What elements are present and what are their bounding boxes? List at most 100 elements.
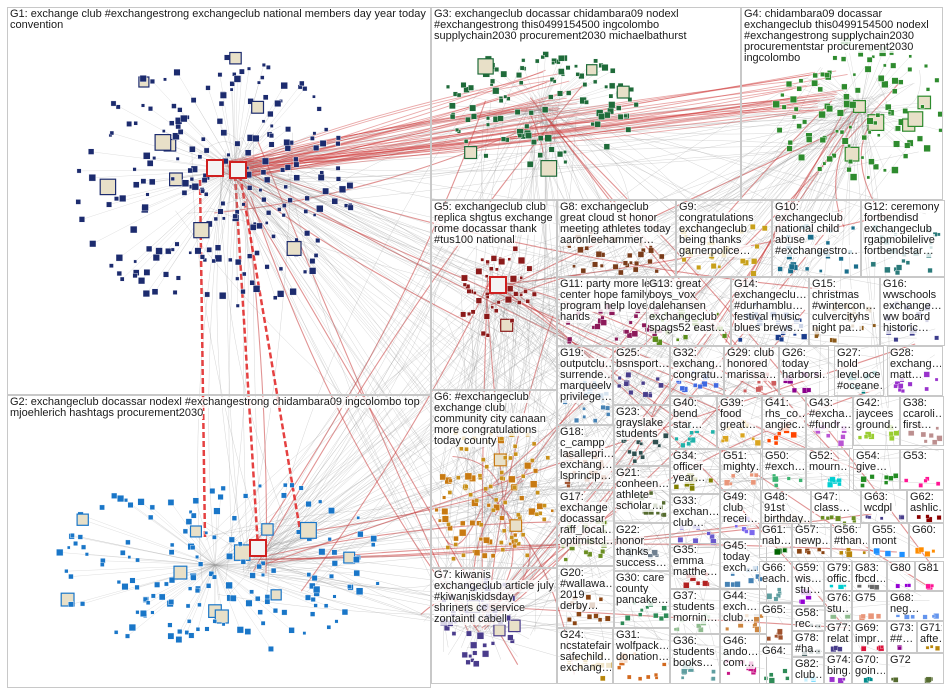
group-box-g52: G52: mourn… <box>806 449 850 490</box>
group-label-text: G12: ceremony fortbendisd exchangeclub r… <box>864 202 939 257</box>
group-label-text: G37: students mornin… <box>673 591 718 624</box>
group-box-g57: G57: newp… <box>792 523 831 558</box>
group-label-g80: G80 <box>890 563 913 574</box>
group-label-g8: G8: exchangeclub great cloud st honor me… <box>560 202 674 246</box>
group-label-text: G70: goin… <box>855 655 885 677</box>
group-label-g64: G64: <box>762 646 790 657</box>
group-box-g73: G73: ##… <box>887 621 917 653</box>
group-box-g2: G2: exchangeclub docassar nodexl #exchan… <box>7 395 431 688</box>
group-box-g72: G72 <box>887 653 944 684</box>
group-label-text: G31: wolfpack… donation… <box>616 630 668 663</box>
group-label-text: G9: congratulations exchangeclub being t… <box>679 202 754 257</box>
group-label-g36: G36: students books… <box>673 636 718 669</box>
group-box-g12: G12: ceremony fortbendisd exchangeclub r… <box>861 200 945 277</box>
group-label-text: G61: nab… <box>762 525 790 547</box>
group-label-text: G38: ccaroli… first… <box>903 398 942 431</box>
group-label-text: G54: give… <box>856 451 887 473</box>
group-label-text: G6: #exchangeclub exchange club communit… <box>434 392 546 447</box>
group-box-g60: G60: <box>909 523 944 558</box>
group-label-text: G10: exchangeclub national child abuse #… <box>775 202 858 257</box>
group-label-text: G18: c_campp lasallepri… exchang… lsprin… <box>560 427 613 482</box>
group-label-g13: G13: great boys_vox dalehansen exchangec… <box>649 279 729 334</box>
group-label-text: G74: bing… <box>827 655 850 677</box>
group-box-g30: G30: care county pancake… <box>613 571 670 628</box>
group-label-g56: G56: #than… <box>834 525 867 547</box>
group-box-g51: G51: mighty… <box>720 449 761 490</box>
group-label-text: G43: #excha… #fundr… <box>809 398 851 431</box>
group-box-g79: G79: offic… <box>824 561 852 591</box>
group-label-g41: G41: rhs_co… angiec… <box>765 398 804 431</box>
group-label-g21: G21: conheen… athlete scholar… <box>616 468 668 512</box>
group-label-text: G29: club honored marissa… <box>727 348 777 381</box>
group-label-g14: G14: exchangeclu… #durhamblu… festival m… <box>734 279 807 334</box>
group-label-text: G36: students books… <box>673 636 715 669</box>
group-box-g21: G21: conheen… athlete scholar… <box>613 466 670 523</box>
group-label-text: G58: rec… <box>795 608 821 630</box>
group-label-g62: G62: ashlic… <box>910 492 942 514</box>
group-label-g51: G51: mighty… <box>723 451 759 473</box>
group-label-text: G71: afte… <box>920 623 942 645</box>
group-label-text: G20: #wallawa… 2019 derby… <box>560 568 613 612</box>
group-box-g29: G29: club honored marissa… <box>724 346 779 396</box>
group-label-text: G7: kiwanis exchangeclub article july #k… <box>434 570 554 625</box>
group-box-g53: G53: <box>900 449 944 490</box>
group-box-g49: G49: club recei… <box>720 490 761 539</box>
group-label-text: G4: chidambara09 docassar exchangeclub t… <box>744 9 929 64</box>
group-label-text: G77: relat… <box>827 623 850 645</box>
group-box-g40: G40: bend star… <box>670 396 717 449</box>
group-label-text: G73: ##… <box>890 623 914 645</box>
group-box-g61: G61: nab… <box>759 523 792 558</box>
group-box-g59: G59: wis… stu… <box>792 561 824 606</box>
group-box-g7: G7: kiwanis exchangeclub article july #k… <box>431 568 557 684</box>
group-box-g41: G41: rhs_co… angiec… <box>762 396 806 449</box>
group-label-text: G26: today harborsi… <box>782 348 827 381</box>
group-label-g72: G72 <box>890 655 942 666</box>
group-label-text: G41: rhs_co… angiec… <box>765 398 804 431</box>
group-label-g65: G65: <box>762 605 790 616</box>
group-box-g9: G9: congratulations exchangeclub being t… <box>676 200 772 277</box>
group-label-text: G34: officer year… <box>673 451 705 484</box>
group-label-g78: G78: #ha… <box>795 633 822 655</box>
group-label-text: G59: wis… stu… <box>795 563 822 596</box>
group-box-g56: G56: #than… <box>831 523 869 558</box>
group-label-text: G72 <box>890 655 911 666</box>
group-label-g69: G69: impr… <box>855 623 885 645</box>
group-box-g43: G43: #excha… #fundr… <box>806 396 853 449</box>
group-label-g55: G55: mont <box>872 525 907 547</box>
group-label-text: G76: stu… <box>827 593 850 615</box>
group-box-g23: G23: grayslake students <box>613 405 670 466</box>
group-label-g20: G20: #wallawa… 2019 derby… <box>560 568 613 612</box>
group-box-g77: G77: relat… <box>824 621 852 653</box>
group-label-text: G60: <box>912 525 936 536</box>
group-label-g76: G76: stu… <box>827 593 850 615</box>
group-label-text: G64: <box>762 646 786 657</box>
group-box-g18: G18: c_campp lasallepri… exchang… lsprin… <box>557 425 615 490</box>
group-label-text: G13: great boys_vox dalehansen exchangec… <box>649 279 725 334</box>
group-label-text: G5: exchangeclub club replica shgtus exc… <box>434 202 553 246</box>
group-box-g22: G22: honor thanks success… <box>613 523 670 571</box>
group-box-g10: G10: exchangeclub national child abuse #… <box>772 200 861 277</box>
group-label-g77: G77: relat… <box>827 623 850 645</box>
group-box-g39: G39: food great… <box>717 396 762 449</box>
group-label-g25: G25: bsnsport… <box>616 348 668 370</box>
group-box-g24: G24: ncstatefair safechild… exchang… <box>557 628 613 684</box>
group-box-g81: G81 <box>915 561 944 591</box>
group-box-g71: G71: afte… <box>917 621 944 653</box>
group-box-g78: G78: #ha… <box>792 631 824 657</box>
group-label-g32: G32: exchang… congratu… <box>673 348 722 381</box>
group-label-g49: G49: club recei… <box>723 492 759 525</box>
group-box-g55: G55: mont <box>869 523 909 558</box>
group-label-g61: G61: nab… <box>762 525 790 547</box>
group-label-text: G40: bend star… <box>673 398 702 431</box>
group-label-g5: G5: exchangeclub club replica shgtus exc… <box>434 202 555 246</box>
group-box-g13: G13: great boys_vox dalehansen exchangec… <box>646 277 731 346</box>
group-label-text: G80 <box>890 563 911 574</box>
group-label-text: G83: fbcd… <box>855 563 885 585</box>
group-label-text: G19: outputclu… surrende… marqueelv priv… <box>560 348 611 403</box>
group-label-text: G33: exchan… club… <box>673 496 718 529</box>
group-box-g6: G6: #exchangeclub exchange club communit… <box>431 390 557 568</box>
group-label-g34: G34: officer year… <box>673 451 718 484</box>
group-box-g82: G82: club… <box>792 657 824 684</box>
group-box-g36: G36: students books… <box>670 634 720 684</box>
group-label-g47: G47: class… <box>814 492 859 514</box>
